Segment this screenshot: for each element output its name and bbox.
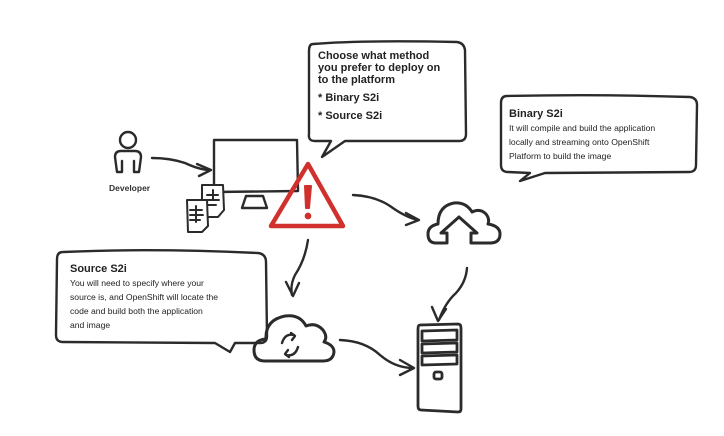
binary-s2i-description: Binary S2i It will compile and build the… (509, 107, 694, 163)
source-s2i-line: code and build both the application (70, 306, 203, 316)
prompt-line-1: Choose what method (318, 50, 430, 62)
option-binary-s2i: * Binary S2i (318, 92, 380, 104)
source-s2i-line: You will need to specify where your (70, 278, 204, 288)
prompt-line-3: to the platform (318, 74, 395, 86)
arrow-warning-to-cloud-upload (351, 193, 421, 227)
source-s2i-line: and image (70, 320, 111, 330)
source-s2i-title: Source S2i (70, 263, 127, 275)
arrow-warning-to-cloud-sync (284, 238, 310, 298)
cloud-sync-icon (252, 314, 336, 363)
prompt-line-2: you prefer to deploy on (318, 62, 441, 74)
binary-s2i-title: Binary S2i (509, 108, 563, 120)
binary-s2i-line: Platform to build the image (509, 151, 612, 161)
binary-s2i-line: It will compile and build the applicatio… (509, 123, 656, 133)
documents-icon (186, 184, 225, 233)
main-speech-bubble (307, 40, 468, 159)
arrow-cloud-sync-to-server (338, 338, 416, 377)
arrow-cloud-upload-to-server (430, 266, 469, 323)
deployment-method-prompt: Choose what method you prefer to deploy … (318, 50, 468, 122)
option-source-s2i: * Source S2i (318, 110, 383, 122)
developer-icon (113, 130, 143, 174)
server-tower-icon (416, 322, 463, 414)
source-s2i-description: Source S2i You will need to specify wher… (70, 262, 265, 332)
monitor-icon (212, 138, 300, 210)
developer-label: Developer (109, 183, 151, 193)
binary-speech-bubble (499, 94, 699, 183)
source-s2i-line: source is, and OpenShift will locate the (70, 292, 219, 302)
warning-icon (268, 161, 346, 229)
binary-s2i-line: locally and streaming onto OpenShift (509, 137, 650, 147)
arrow-developer-to-monitor (150, 156, 213, 178)
cloud-upload-icon (426, 201, 502, 245)
